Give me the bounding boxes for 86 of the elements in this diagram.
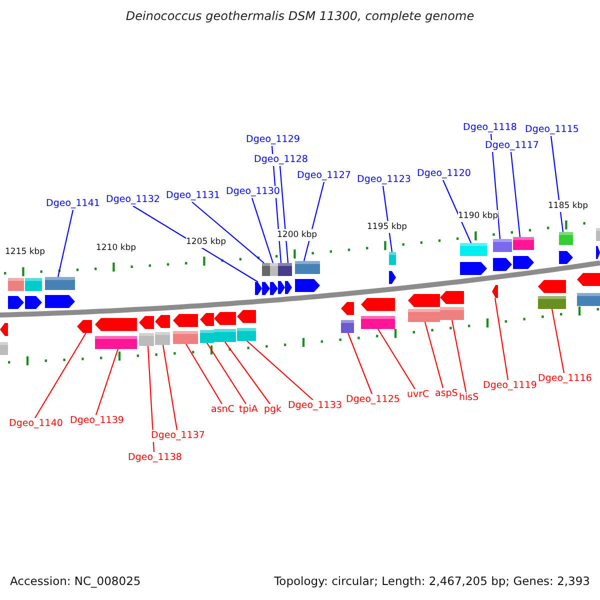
genome-summary-text: Topology: circular; Length: 2,467,205 bp; Genes: 2,393 bbox=[274, 575, 590, 587]
gene-feature-drawing bbox=[0, 323, 8, 355]
gene-feature-drawing bbox=[538, 280, 566, 309]
leader-line bbox=[550, 136, 564, 232]
gene-feature-drawing bbox=[285, 263, 292, 294]
leader-line bbox=[347, 332, 373, 394]
gene-feature-drawing bbox=[45, 277, 75, 308]
leader-line bbox=[251, 198, 274, 264]
gene-feature-drawing bbox=[596, 228, 600, 259]
gene-feature-drawing bbox=[25, 278, 42, 309]
leader-line bbox=[34, 332, 86, 418]
gene-feature-drawing bbox=[95, 318, 137, 349]
gene-label: Dgeo_1137 bbox=[151, 430, 205, 442]
scale-label: 1195 kbp bbox=[367, 221, 408, 233]
gene-feature-drawing bbox=[278, 263, 285, 294]
gene-label: Dgeo_1130 bbox=[226, 186, 280, 198]
leader-line bbox=[206, 342, 246, 404]
gene-label: Dgeo_1117 bbox=[485, 140, 539, 152]
leader-line bbox=[451, 320, 467, 392]
leader-line bbox=[95, 348, 119, 416]
gene-label: Dgeo_1140 bbox=[9, 418, 63, 430]
scale-label: 1190 kbp bbox=[458, 210, 498, 222]
gene-feature-drawing bbox=[460, 243, 487, 275]
scale-label: 1185 kbp bbox=[548, 200, 588, 212]
scale-label: 1200 kbp bbox=[277, 229, 318, 241]
leader-line bbox=[490, 134, 501, 240]
leader-line bbox=[442, 180, 472, 244]
gene-feature-drawing bbox=[255, 282, 262, 295]
gene-feature-drawing bbox=[408, 294, 440, 322]
gene-feature-drawing bbox=[577, 273, 600, 306]
gene-label: Dgeo_1132 bbox=[106, 194, 160, 206]
gene-feature-drawing bbox=[493, 239, 512, 271]
gene-label: Dgeo_1118 bbox=[463, 122, 517, 134]
leader-line bbox=[162, 344, 178, 430]
gene-feature-drawing bbox=[513, 237, 534, 269]
leader-line bbox=[132, 206, 258, 282]
gene-label: Dgeo_1131 bbox=[166, 190, 220, 202]
gene-feature-drawing bbox=[270, 263, 278, 295]
gene-label: Dgeo_1141 bbox=[46, 198, 100, 210]
gene-label: Dgeo_1128 bbox=[254, 154, 308, 166]
gene-label: Dgeo_1129 bbox=[246, 134, 300, 146]
gene-label: aspS bbox=[435, 388, 458, 400]
scale-label: 1210 kbp bbox=[96, 242, 136, 254]
leader-line bbox=[147, 346, 155, 452]
scale-label: 1205 kbp bbox=[186, 236, 226, 248]
gene-feature-drawing bbox=[341, 302, 354, 333]
gene-label: Dgeo_1123 bbox=[357, 174, 411, 186]
gene-label: Dgeo_1120 bbox=[417, 168, 471, 180]
leader-line bbox=[551, 308, 565, 374]
gene-feature-drawing bbox=[262, 263, 270, 295]
leader-line bbox=[424, 322, 444, 388]
gene-label: Dgeo_1119 bbox=[483, 380, 537, 392]
gene-label: Dgeo_1125 bbox=[346, 394, 400, 406]
gene-feature-drawing bbox=[155, 315, 170, 345]
leader-line bbox=[186, 344, 222, 404]
gene-feature-drawing bbox=[295, 261, 320, 292]
gene-label: Dgeo_1139 bbox=[70, 415, 124, 427]
gene-label: Dgeo_1127 bbox=[297, 170, 351, 182]
gene-label: Dgeo_1116 bbox=[538, 373, 592, 385]
gene-label: Dgeo_1138 bbox=[128, 452, 182, 464]
gene-label: pgk bbox=[264, 404, 282, 416]
gene-feature-drawing bbox=[139, 316, 154, 346]
gene-feature-drawing bbox=[492, 285, 498, 298]
leader-line bbox=[279, 166, 289, 264]
gene-feature-drawing bbox=[237, 310, 256, 341]
gene-feature-drawing bbox=[440, 291, 464, 320]
leader-line bbox=[224, 342, 270, 404]
gene-feature-drawing bbox=[200, 313, 214, 343]
accession-text: Accession: NC_008025 bbox=[10, 575, 141, 587]
gene-feature-drawing bbox=[77, 320, 92, 333]
leader-line bbox=[246, 340, 314, 400]
leader-line bbox=[378, 328, 416, 390]
scale-label: 1215 kbp bbox=[5, 246, 46, 258]
gene-feature-drawing bbox=[173, 314, 198, 344]
gene-label: tpiA bbox=[239, 404, 258, 416]
leader-line bbox=[192, 202, 264, 264]
gene-feature-drawing bbox=[8, 278, 24, 309]
gene-label: Dgeo_1115 bbox=[525, 124, 579, 136]
leader-line bbox=[494, 298, 509, 380]
leader-line bbox=[510, 152, 521, 238]
gene-label: Dgeo_1133 bbox=[288, 400, 342, 412]
gene-feature-drawing bbox=[389, 252, 396, 284]
gene-feature-drawing bbox=[559, 232, 573, 264]
gene-feature-drawing bbox=[361, 298, 395, 329]
gene-feature-drawing bbox=[214, 312, 236, 342]
leader-line bbox=[57, 210, 74, 278]
